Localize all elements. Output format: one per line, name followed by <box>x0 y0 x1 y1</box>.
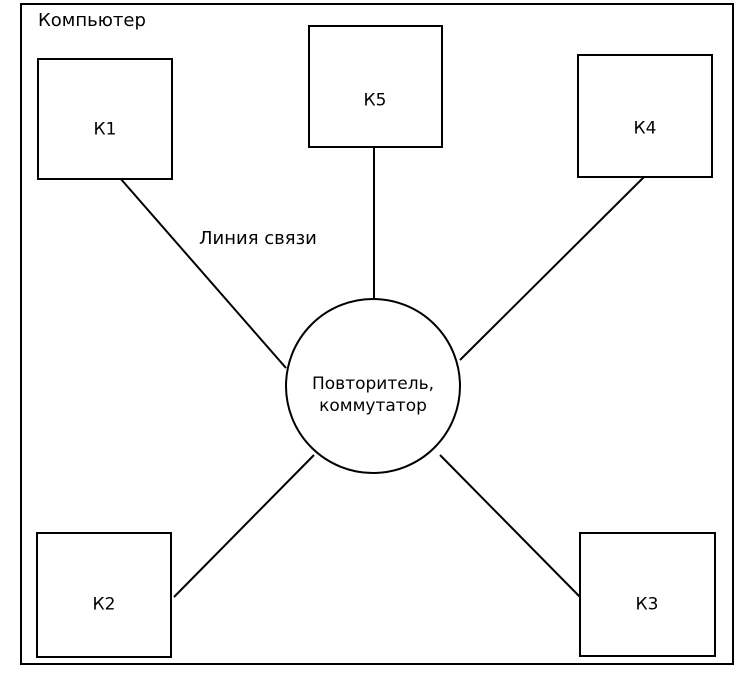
node-label-k3: К3 <box>635 594 659 615</box>
node-box-k1 <box>37 58 173 180</box>
node-label-k4: К4 <box>633 118 657 139</box>
link-k1 <box>119 177 287 369</box>
diagram-frame <box>20 3 734 665</box>
node-label-k2: К2 <box>92 594 116 615</box>
node-label-k1: К1 <box>93 119 117 140</box>
node-box-k4 <box>577 54 713 178</box>
node-box-k2 <box>36 532 172 658</box>
link-k3 <box>439 454 581 598</box>
frame-label: Компьютер <box>38 10 146 31</box>
node-label-k5: К5 <box>363 90 387 111</box>
hub-label-line2: коммутатор <box>319 396 427 416</box>
hub-label-line1: Повторитель, <box>312 374 434 394</box>
node-box-k3 <box>579 532 716 657</box>
link-k2 <box>173 454 315 598</box>
hub-circle <box>285 298 461 474</box>
link-k4 <box>459 176 645 361</box>
hub-label: Повторитель, коммутатор <box>312 373 434 417</box>
node-box-k5 <box>308 25 443 148</box>
link-label: Линия связи <box>199 228 317 249</box>
